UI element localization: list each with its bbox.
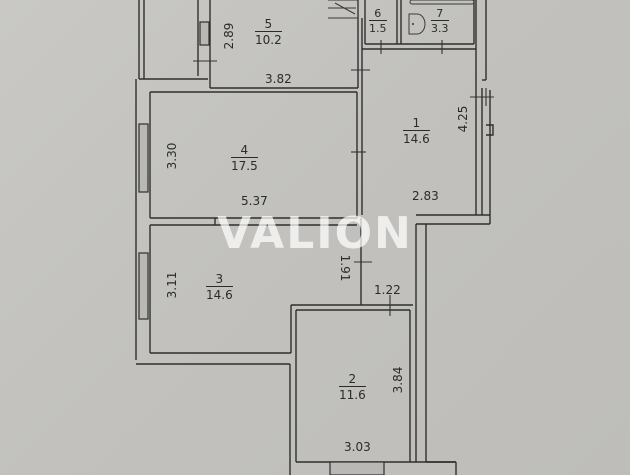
dimension-room5-height: 2.89: [222, 22, 236, 50]
room2-walls: [291, 224, 457, 475]
room-7-label: 7 3.3: [431, 8, 449, 34]
room1-walls: [416, 0, 494, 225]
watermark-logo: VALION: [217, 208, 413, 259]
room-2-label: 2 11.6: [339, 373, 366, 401]
room-6-label: 6 1.5: [369, 8, 387, 34]
room5-walls: [135, 0, 370, 360]
dimension-room2-width: 3.03: [344, 440, 371, 454]
room-1-label: 1 14.6: [403, 117, 430, 145]
room-number: 2: [339, 373, 366, 387]
room-4-label: 4 17.5: [231, 144, 258, 172]
toilet-icon: [408, 13, 426, 35]
room-number: 5: [255, 18, 282, 32]
stairs-icon: [328, 0, 359, 19]
room-number: 6: [369, 8, 387, 21]
dimension-room1-height: 4.25: [456, 105, 470, 133]
room-area: 3.3: [431, 22, 449, 35]
dimension-room1-width: 2.83: [412, 189, 439, 203]
dimension-corridor-width: 1.22: [374, 283, 401, 297]
room-area: 14.6: [206, 288, 233, 302]
room-area: 11.6: [339, 388, 366, 402]
room-number: 3: [206, 273, 233, 287]
room3-walls: [136, 218, 372, 475]
dimension-room4-width: 5.37: [241, 194, 268, 208]
room-area: 14.6: [403, 132, 430, 146]
room-number: 7: [431, 8, 449, 21]
room-number: 4: [231, 144, 258, 158]
room-area: 10.2: [255, 33, 282, 47]
room4-walls: [138, 91, 366, 226]
dimension-room5-width: 3.82: [265, 72, 292, 86]
dimension-room4-height: 3.30: [165, 142, 179, 170]
room-3-label: 3 14.6: [206, 273, 233, 301]
room-area: 17.5: [231, 159, 258, 173]
room-number: 1: [403, 117, 430, 131]
dimension-room2-height: 3.84: [391, 366, 405, 394]
room-5-label: 5 10.2: [255, 18, 282, 46]
room-area: 1.5: [369, 22, 387, 35]
bathroom-walls: [362, 0, 476, 54]
dimension-room3-height: 3.11: [165, 271, 179, 299]
left-balcony-walls: [138, 0, 208, 80]
